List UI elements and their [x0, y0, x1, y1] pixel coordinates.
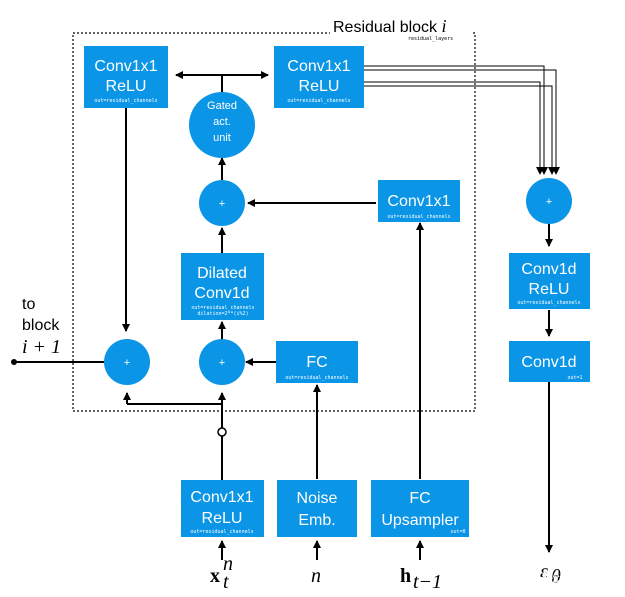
conv-cond-block: Conv1x1 out=residual_channels	[378, 180, 460, 222]
conv-skip-block: Conv1x1 ReLU out=residual_channels	[84, 46, 168, 108]
svg-text:t: t	[223, 571, 229, 593]
gated-activation-unit: Gated act. unit	[189, 92, 255, 158]
svg-text:x: x	[210, 565, 220, 587]
input-x-label: x n t	[210, 553, 233, 593]
svg-text:out=residual_channels: out=residual_channels	[94, 98, 157, 104]
svg-text:Conv1d: Conv1d	[194, 285, 249, 302]
fc-step-block: FC out=residual_channels	[276, 341, 358, 383]
svg-text:out=residual_channels: out=residual_channels	[190, 529, 253, 535]
svg-text:i + 1: i + 1	[22, 336, 61, 358]
conv-input-block: Conv1x1 ReLU out=residual_channels	[181, 480, 264, 537]
svg-text:Noise: Noise	[297, 490, 338, 507]
svg-text:ReLU: ReLU	[529, 281, 570, 298]
svg-text:n: n	[311, 565, 321, 587]
svg-text:Upsampler: Upsampler	[381, 512, 459, 529]
svg-text:out=1: out=1	[567, 375, 582, 381]
svg-text:+: +	[124, 357, 130, 369]
svg-text:ReLU: ReLU	[202, 510, 243, 527]
svg-text:Dilated: Dilated	[197, 265, 247, 282]
svg-text:h: h	[400, 565, 411, 587]
svg-text:unit: unit	[213, 132, 231, 144]
noise-embedding-block: Noise Emb.	[277, 480, 357, 537]
conv-final-block: Conv1d out=1	[509, 341, 590, 382]
svg-text:Conv1x1: Conv1x1	[287, 58, 350, 75]
svg-text:Gated: Gated	[207, 100, 237, 112]
svg-text:+: +	[219, 198, 225, 210]
svg-text:Conv1x1: Conv1x1	[94, 58, 157, 75]
plus-step-node: +	[199, 339, 245, 385]
svg-text:n: n	[223, 553, 233, 575]
plus-gate-node: +	[199, 180, 245, 226]
svg-text:to: to	[22, 296, 35, 313]
plus-sum-node: +	[526, 178, 572, 224]
svg-text:FC: FC	[306, 354, 327, 371]
svg-text:+: +	[546, 196, 552, 208]
svg-text:+: +	[219, 357, 225, 369]
plus-residual-node: +	[104, 339, 150, 385]
svg-text:dilation=2**(i%2): dilation=2**(i%2)	[197, 311, 248, 317]
watermark: CSDN @烈日松饼	[474, 571, 572, 585]
svg-text:out=0: out=0	[450, 529, 465, 535]
svg-text:out=residual_channels: out=residual_channels	[191, 305, 254, 311]
input-n-label: n	[311, 565, 321, 587]
conv-final-relu-block: Conv1d ReLU out=residual_channels	[509, 253, 590, 309]
svg-text:Conv1x1: Conv1x1	[387, 193, 450, 210]
residual-block-frame	[72, 32, 476, 412]
svg-text:t−1: t−1	[413, 571, 442, 593]
fc-upsampler-block: FC Upsampler out=0	[371, 480, 469, 537]
svg-text:Conv1x1: Conv1x1	[190, 489, 253, 506]
to-next-block-label: to block i + 1	[22, 296, 61, 358]
svg-text:out=residual_channels: out=residual_channels	[285, 375, 348, 381]
branch-junction	[217, 427, 227, 437]
input-h-label: h t−1	[400, 565, 442, 593]
svg-text:ReLU: ReLU	[299, 78, 340, 95]
svg-text:out=residual_channels: out=residual_channels	[517, 300, 580, 306]
output-epsilon-label: ε θ	[540, 561, 561, 588]
conv-out-block: Conv1x1 ReLU out=residual_channels	[274, 46, 364, 108]
svg-text:Conv1d: Conv1d	[521, 354, 576, 371]
svg-text:ε: ε	[540, 561, 548, 583]
block-title: Residual block i	[333, 16, 447, 36]
svg-text:out=residual_channels: out=residual_channels	[387, 214, 450, 220]
svg-text:block: block	[22, 317, 60, 334]
block-note: residual_layers	[408, 36, 453, 42]
svg-text:out=residual_channels: out=residual_channels	[287, 98, 350, 104]
svg-text:act.: act.	[213, 116, 231, 128]
svg-text:Conv1d: Conv1d	[521, 261, 576, 278]
dilated-conv-block: Dilated Conv1d out=residual_channels dil…	[181, 253, 264, 320]
svg-text:θ: θ	[551, 566, 561, 588]
svg-text:Emb.: Emb.	[298, 512, 335, 529]
svg-text:ReLU: ReLU	[106, 78, 147, 95]
svg-text:FC: FC	[409, 490, 430, 507]
